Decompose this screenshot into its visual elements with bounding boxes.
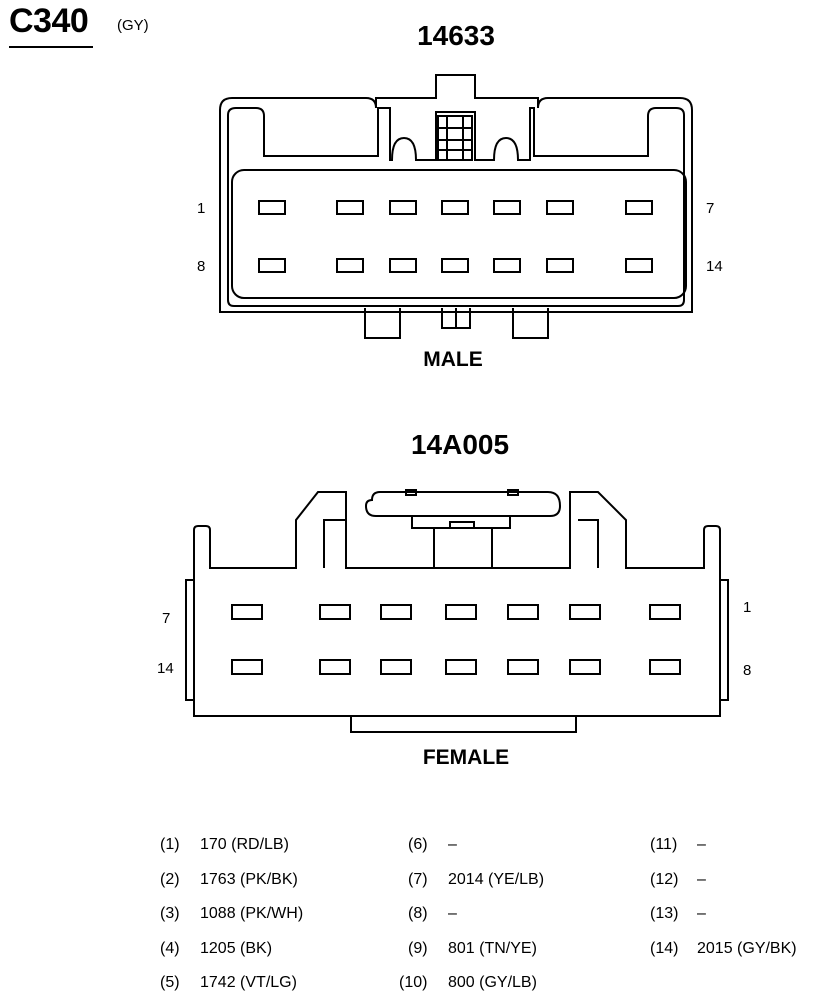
pinout-index-9: (9) xyxy=(408,940,428,957)
female-pin-8 xyxy=(649,659,681,675)
male-pin-12 xyxy=(493,258,521,273)
male-pin-label-top-left: 1 xyxy=(197,200,206,217)
male-pins-top xyxy=(258,200,653,215)
male-label: MALE xyxy=(423,348,483,371)
male-pin-7 xyxy=(625,200,653,215)
male-pin-3 xyxy=(389,200,417,215)
male-pin-4 xyxy=(441,200,469,215)
pinout-value-6: – xyxy=(448,836,457,853)
female-pins-top xyxy=(231,604,681,620)
female-pin-2 xyxy=(569,604,601,620)
female-latch-arm xyxy=(364,491,562,517)
male-pin-9 xyxy=(336,258,364,273)
male-tab-center xyxy=(441,308,471,329)
pinout-index-12: (12) xyxy=(650,871,679,888)
pinout-index-3: (3) xyxy=(160,905,180,922)
male-latch xyxy=(437,115,473,161)
male-pin-2 xyxy=(336,200,364,215)
male-housing-outer xyxy=(219,74,693,313)
pinout-value-10: 800 (GY/LB) xyxy=(448,974,537,991)
pinout-index-4: (4) xyxy=(160,940,180,957)
pinout-value-3: 1088 (PK/WH) xyxy=(200,905,304,922)
male-housing-inner xyxy=(227,107,685,307)
female-pin-3 xyxy=(507,604,539,620)
pinout-index-5: (5) xyxy=(160,974,180,991)
female-pin-5 xyxy=(380,604,412,620)
male-pin-label-top-right: 7 xyxy=(706,200,715,217)
male-pin-5 xyxy=(493,200,521,215)
pinout-value-4: 1205 (BK) xyxy=(200,940,273,957)
pinout-value-1: 170 (RD/LB) xyxy=(200,836,289,853)
female-pin-label-bottom-right: 8 xyxy=(743,662,752,679)
connector-color: (GY) xyxy=(117,17,149,34)
male-pin-1 xyxy=(258,200,286,215)
female-pin-6 xyxy=(319,604,351,620)
pinout-value-8: – xyxy=(448,905,457,922)
female-label: FEMALE xyxy=(422,746,510,769)
pinout-index-7: (7) xyxy=(408,871,428,888)
pinout-value-13: – xyxy=(697,905,706,922)
female-housing-outer xyxy=(193,491,721,717)
male-pin-label-bottom-right: 14 xyxy=(706,258,723,275)
female-pin-10 xyxy=(507,659,539,675)
female-pin-1 xyxy=(649,604,681,620)
pinout-value-12: – xyxy=(697,871,706,888)
male-pins-bottom xyxy=(258,258,653,273)
female-pin-14 xyxy=(231,659,263,675)
pinout-index-2: (2) xyxy=(160,871,180,888)
female-pin-12 xyxy=(380,659,412,675)
male-tab-left xyxy=(364,308,401,339)
pinout-value-2: 1763 (PK/BK) xyxy=(200,871,298,888)
female-part-number: 14A005 xyxy=(410,429,510,460)
pinout-value-7: 2014 (YE/LB) xyxy=(448,871,545,888)
female-pins-bottom xyxy=(231,659,681,675)
pinout-index-6: (6) xyxy=(408,836,428,853)
female-pin-label-top-right: 1 xyxy=(743,599,752,616)
connector-id-underline xyxy=(9,46,93,48)
male-pin-13 xyxy=(546,258,574,273)
male-part-number: 14633 xyxy=(417,20,495,51)
female-pin-label-bottom-left: 14 xyxy=(157,660,174,677)
pinout-index-8: (8) xyxy=(408,905,428,922)
pinout-index-1: (1) xyxy=(160,836,180,853)
female-latch-block xyxy=(433,528,493,569)
female-guide-left xyxy=(323,519,346,568)
female-pin-9 xyxy=(569,659,601,675)
female-ear-left xyxy=(185,579,195,701)
pinout-value-9: 801 (TN/YE) xyxy=(448,940,537,957)
female-pin-11 xyxy=(445,659,477,675)
pinout-value-5: 1742 (VT/LG) xyxy=(200,974,297,991)
female-guide-right xyxy=(578,519,599,568)
male-pin-14 xyxy=(625,258,653,273)
female-pin-13 xyxy=(319,659,351,675)
male-pin-6 xyxy=(546,200,574,215)
male-pin-face xyxy=(231,169,687,299)
pinout-value-14: 2015 (GY/BK) xyxy=(697,940,797,957)
female-ear-right xyxy=(719,579,729,701)
connector-id: C340 xyxy=(9,2,89,40)
male-pin-8 xyxy=(258,258,286,273)
male-pin-11 xyxy=(441,258,469,273)
pinout-index-10: (10) xyxy=(399,974,428,991)
male-pin-10 xyxy=(389,258,417,273)
pinout-index-14: (14) xyxy=(650,940,679,957)
male-pin-label-bottom-left: 8 xyxy=(197,258,206,275)
pinout-index-11: (11) xyxy=(650,836,678,853)
female-pin-label-top-left: 7 xyxy=(162,610,171,627)
female-bottom-rail xyxy=(350,716,577,733)
pinout-index-13: (13) xyxy=(650,905,679,922)
male-tab-right xyxy=(512,308,549,339)
female-pin-4 xyxy=(445,604,477,620)
pinout-value-11: – xyxy=(697,836,706,853)
female-pin-7 xyxy=(231,604,263,620)
